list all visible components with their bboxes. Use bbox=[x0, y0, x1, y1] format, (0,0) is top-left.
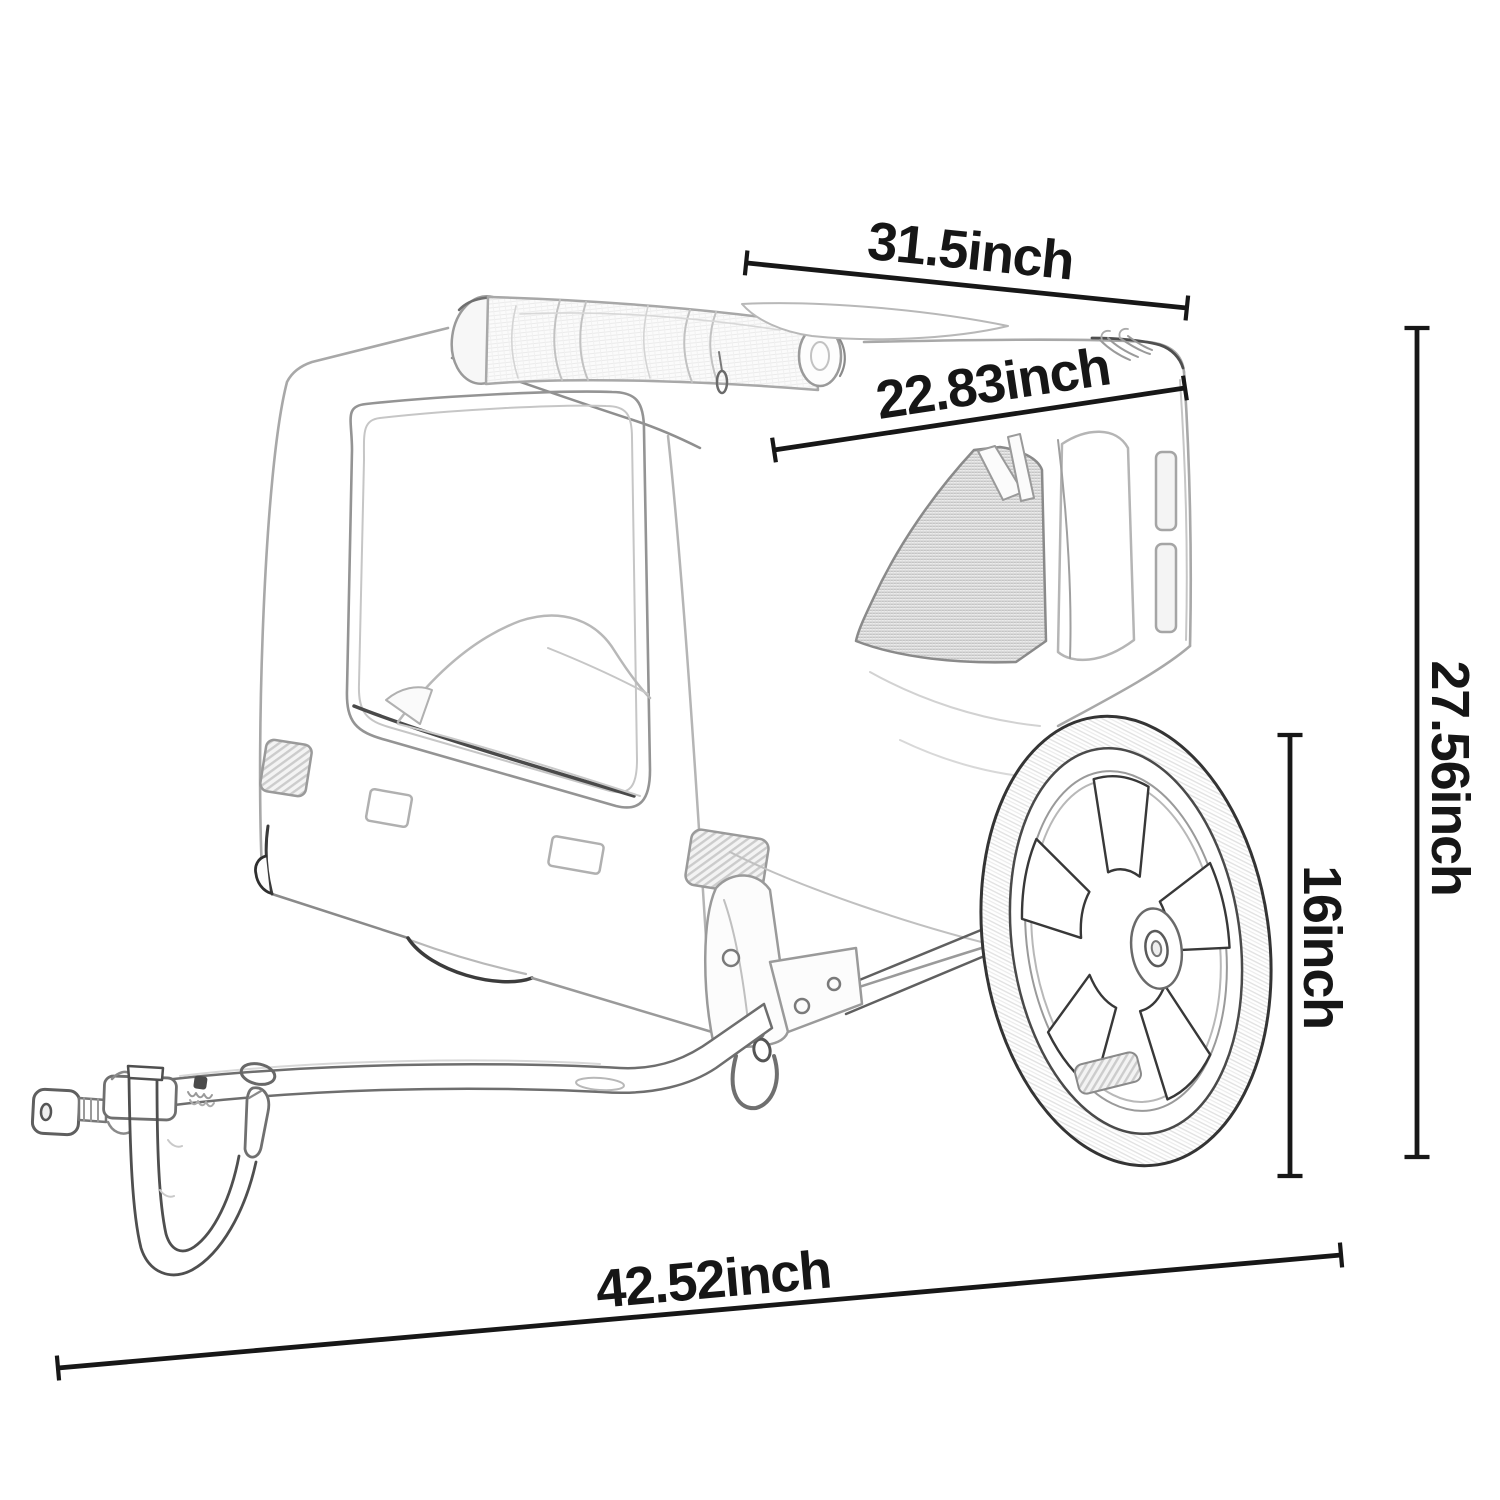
svg-text:42.52inch: 42.52inch bbox=[593, 1239, 833, 1319]
svg-text:27.56inch: 27.56inch bbox=[1420, 660, 1480, 895]
svg-text:16inch: 16inch bbox=[1292, 865, 1352, 1029]
